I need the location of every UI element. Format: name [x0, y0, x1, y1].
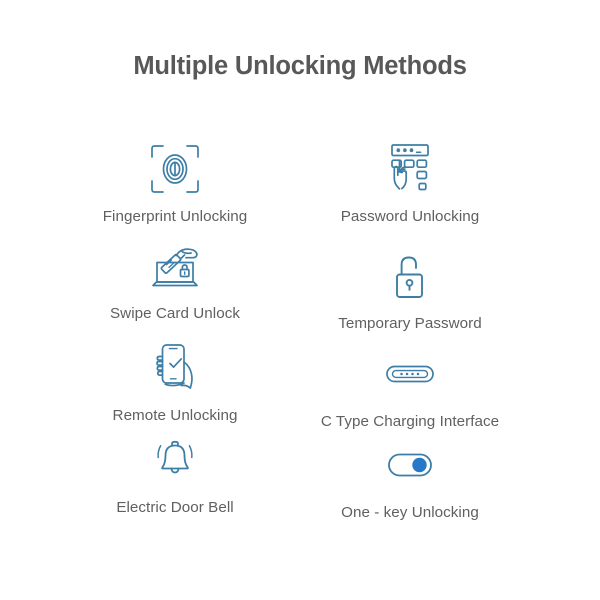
feature-item-swipe-card-unlock: Swipe Card Unlock	[25, 237, 325, 322]
usb-c-port-icon	[260, 345, 560, 403]
feature-item-one-key-unlocking: One - key Unlocking	[260, 436, 560, 521]
feature-item-remote-unlocking: Remote Unlocking	[25, 339, 325, 424]
feature-item-fingerprint-unlocking: Fingerprint Unlocking	[25, 140, 325, 225]
feature-item-c-type-charging-interface: C Type Charging Interface	[260, 345, 560, 430]
phone-in-hand-check-icon	[25, 339, 325, 397]
swipe-card-reader-icon	[25, 237, 325, 295]
feature-label: One - key Unlocking	[341, 504, 479, 521]
feature-item-temporary-password: Temporary Password	[260, 247, 560, 332]
page-title: Multiple Unlocking Methods	[133, 52, 467, 80]
feature-label: Temporary Password	[338, 315, 482, 332]
feature-label: Remote Unlocking	[112, 407, 238, 424]
ringing-bell-icon	[25, 431, 325, 489]
feature-item-password-unlocking: Password Unlocking	[260, 140, 560, 225]
feature-label: C Type Charging Interface	[320, 413, 500, 430]
fingerprint-scan-icon	[25, 140, 325, 198]
feature-label: Fingerprint Unlocking	[102, 208, 248, 225]
feature-label: Password Unlocking	[340, 208, 480, 225]
feature-item-electric-door-bell: Electric Door Bell	[25, 431, 325, 516]
open-padlock-icon	[260, 247, 560, 305]
toggle-switch-on-icon	[260, 436, 560, 494]
feature-label: Swipe Card Unlock	[110, 305, 240, 322]
keypad-password-hand-icon	[260, 140, 560, 198]
feature-label: Electric Door Bell	[116, 499, 234, 516]
